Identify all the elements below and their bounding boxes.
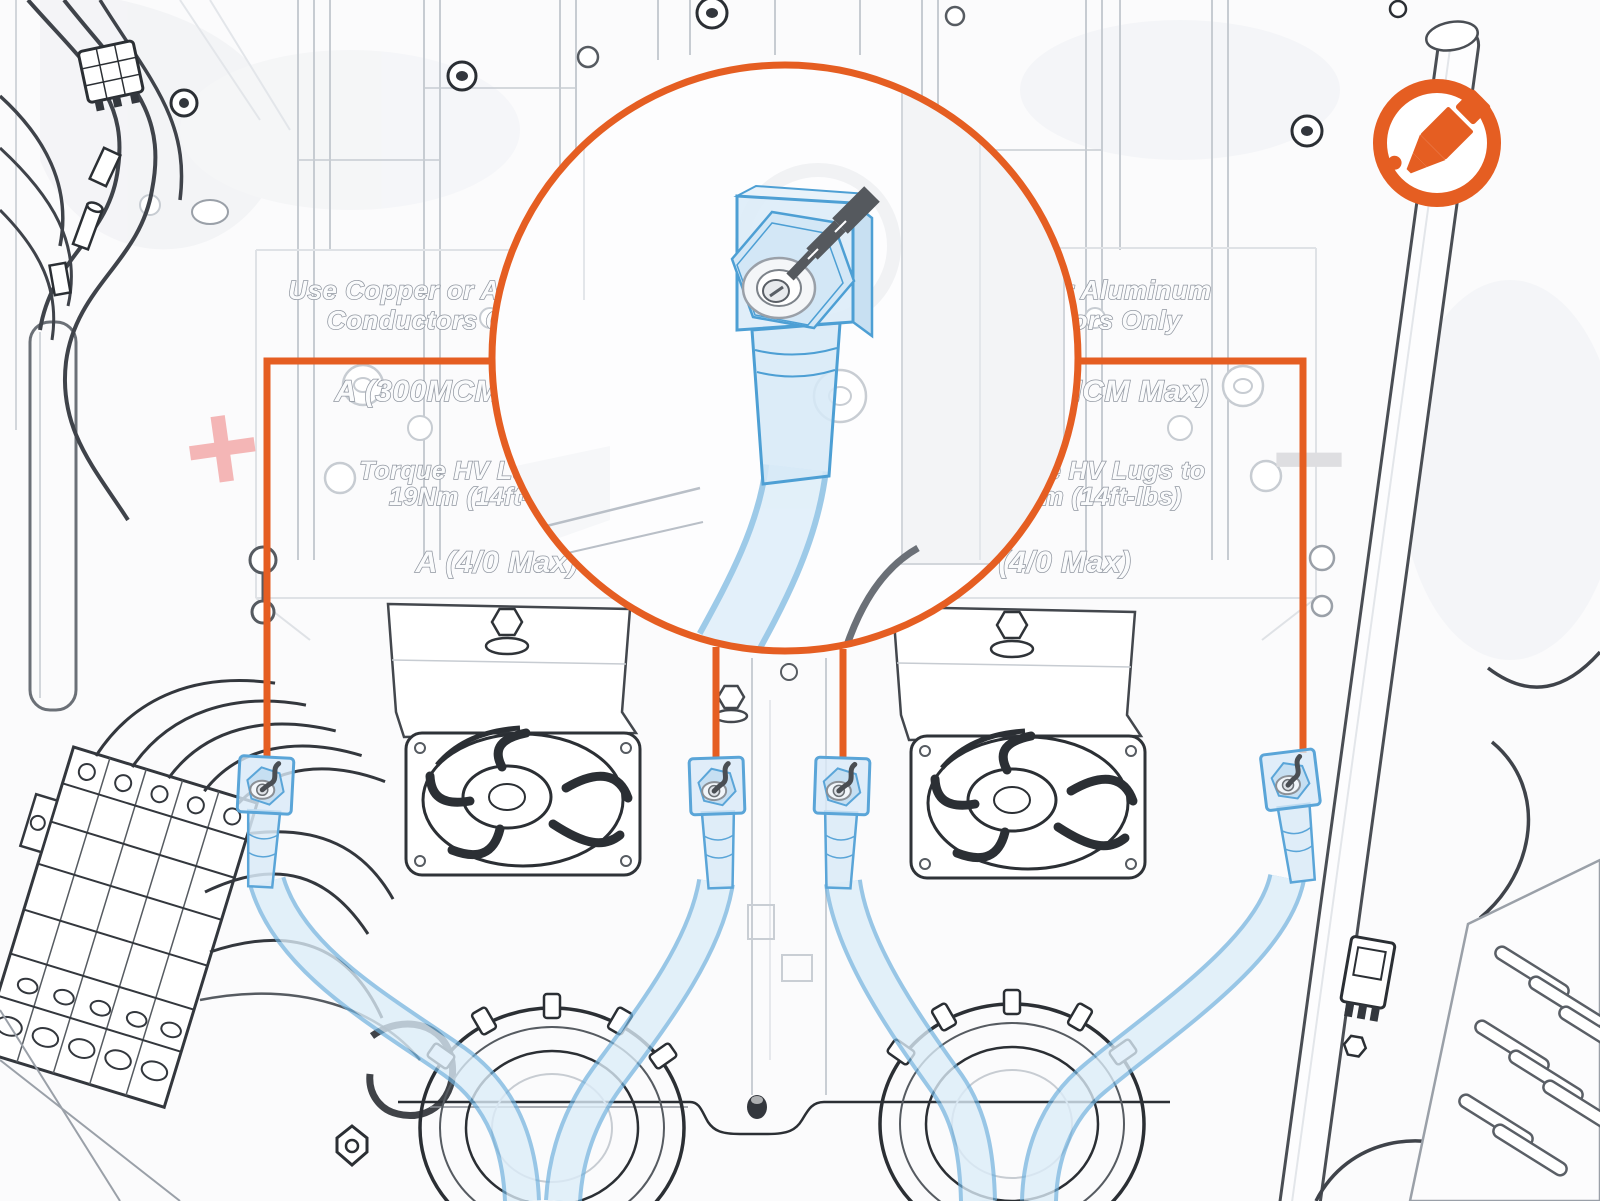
hv-cable-center-left [544, 878, 735, 1201]
fan-assembly-left [388, 604, 640, 875]
marker-pen [786, 186, 880, 281]
hv-cable-left [248, 875, 541, 1201]
magnified-hv-lug-callout [488, 61, 1082, 655]
bottom-bar [398, 1095, 1170, 1136]
leader-left [263, 357, 493, 757]
magnified-cable [697, 463, 829, 648]
leader-lines [263, 357, 1307, 757]
torque-marker-icon [1387, 89, 1491, 174]
hv-cable-right [1020, 873, 1306, 1201]
callout-content [497, 68, 1065, 648]
right-connector [1339, 935, 1397, 1058]
hv-cables [248, 873, 1306, 1201]
terminal-block [0, 679, 395, 1110]
left-harness [0, 0, 184, 522]
fan-assembly-right [893, 607, 1145, 878]
hv-cable-center-right [824, 878, 997, 1201]
torque-marker-badge [1373, 79, 1501, 207]
label-branch-rating-left: A (4/0 Max) [415, 546, 579, 579]
left-small-bolts [71, 88, 199, 252]
polarity-negative-label: − [1271, 385, 1347, 531]
left-connector-block [77, 39, 145, 112]
top-bolts [139, 0, 1408, 625]
callout-circle [488, 61, 1082, 655]
right-tube [1271, 20, 1481, 1201]
leader-right [1078, 357, 1307, 753]
hv-lug-center-right [811, 757, 870, 889]
hv-lug-right [1260, 749, 1329, 885]
center-panel [255, 247, 1317, 641]
left-pole [28, 320, 78, 712]
hv-lug-center-left [689, 757, 748, 889]
vent-panel [1408, 858, 1600, 1201]
